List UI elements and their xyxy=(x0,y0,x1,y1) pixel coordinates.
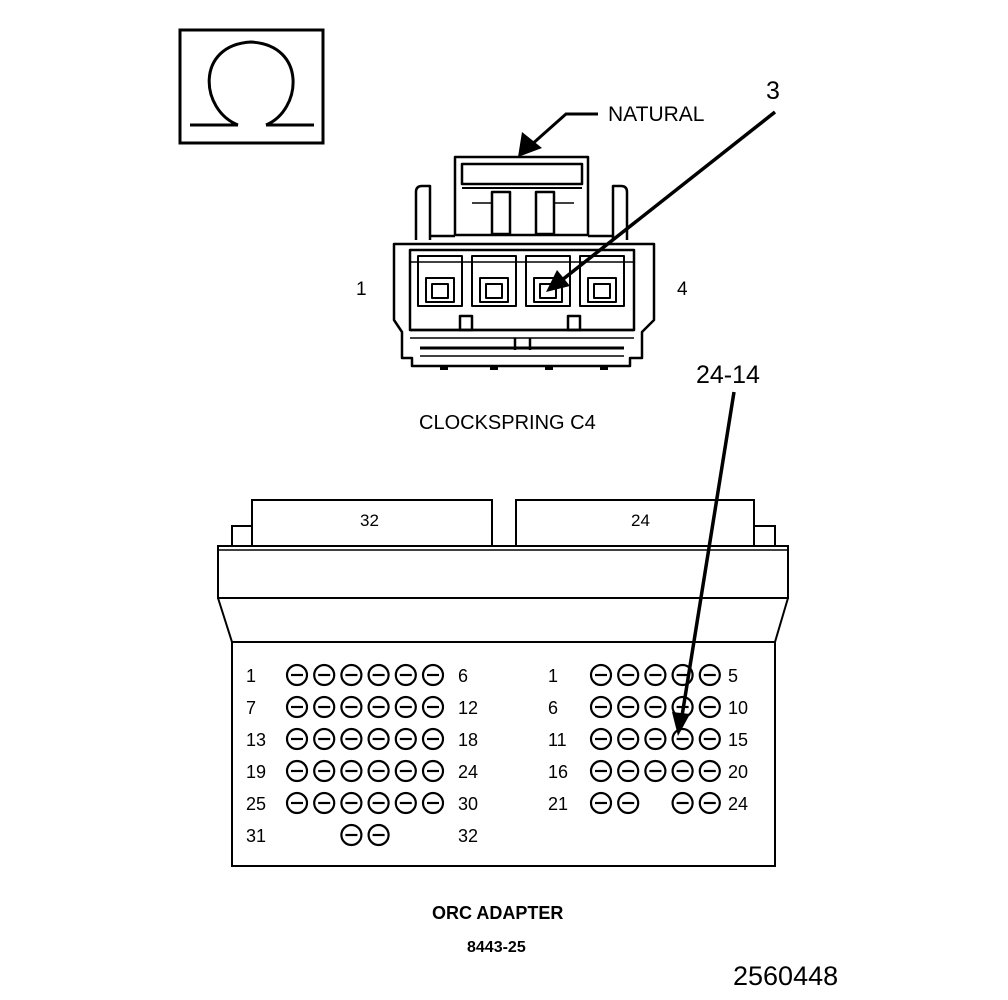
left-cavity xyxy=(421,727,445,751)
left-row-end-label: 30 xyxy=(458,794,478,814)
left-cavity xyxy=(340,823,363,847)
right-cavity xyxy=(589,663,613,687)
left-cavity xyxy=(340,759,363,783)
right-cavity xyxy=(617,663,640,687)
right-cavity xyxy=(698,695,721,719)
left-cavity xyxy=(313,695,336,719)
omega-symbol-icon xyxy=(178,28,325,145)
left-cavity xyxy=(394,759,417,783)
right-cavity xyxy=(617,791,640,815)
left-cavity xyxy=(313,663,336,687)
left-cavity xyxy=(421,663,445,687)
callout-3-label: 3 xyxy=(766,77,780,105)
right-cavity xyxy=(671,791,694,815)
right-cavity xyxy=(698,759,721,783)
left-row-end-label: 6 xyxy=(458,666,468,686)
left-cavity xyxy=(394,727,417,751)
right-row-end-label: 24 xyxy=(728,794,748,814)
right-cavity xyxy=(617,727,640,751)
adapter-part-number: 8443-25 xyxy=(467,939,526,956)
right-row-start-label: 21 xyxy=(548,794,568,814)
clockspring-connector-drawing xyxy=(392,155,656,370)
figure-number: 2560448 xyxy=(733,961,838,991)
right-cavity xyxy=(644,759,667,783)
natural-leader-arrow xyxy=(518,112,598,157)
left-row-start-label: 19 xyxy=(246,762,266,782)
left-row-start-label: 7 xyxy=(246,698,256,718)
left-header-label: 32 xyxy=(360,511,379,530)
left-cavity xyxy=(367,695,390,719)
left-cavity xyxy=(367,759,390,783)
right-cavity xyxy=(698,727,721,751)
right-cavity xyxy=(617,759,640,783)
left-row-end-label: 18 xyxy=(458,730,478,750)
left-row-end-label: 24 xyxy=(458,762,478,782)
left-cavity xyxy=(394,791,417,815)
left-cavity xyxy=(367,727,390,751)
left-row-start-label: 25 xyxy=(246,794,266,814)
left-row-start-label: 31 xyxy=(246,826,266,846)
right-cavity xyxy=(671,727,694,751)
right-row-start-label: 16 xyxy=(548,762,568,782)
left-cavity xyxy=(367,823,390,847)
left-row-start-label: 13 xyxy=(246,730,266,750)
right-cavity xyxy=(589,791,613,815)
right-cavity xyxy=(644,727,667,751)
left-cavity xyxy=(367,791,390,815)
right-row-start-label: 11 xyxy=(548,730,567,750)
right-cavity xyxy=(698,663,721,687)
left-cavity xyxy=(394,663,417,687)
right-cavity xyxy=(589,759,613,783)
right-cavity xyxy=(698,791,721,815)
right-row-end-label: 20 xyxy=(728,762,748,782)
left-cavity xyxy=(313,759,336,783)
left-row-start-label: 1 xyxy=(246,666,256,686)
left-row-end-label: 32 xyxy=(458,826,478,846)
right-row-end-label: 10 xyxy=(728,698,748,718)
adapter-title: ORC ADAPTER xyxy=(432,903,563,923)
natural-label: NATURAL xyxy=(608,103,704,126)
left-cavity xyxy=(340,663,363,687)
left-cavity xyxy=(285,791,309,815)
right-row-start-label: 1 xyxy=(548,666,558,686)
clockspring-caption: CLOCKSPRING C4 xyxy=(419,412,596,434)
left-cavity xyxy=(340,791,363,815)
left-cavity xyxy=(285,759,309,783)
pin-4-label: 4 xyxy=(677,279,688,300)
right-cavity xyxy=(589,695,613,719)
pin-1-label: 1 xyxy=(356,279,367,300)
left-cavity xyxy=(421,695,445,719)
callout-3-arrow xyxy=(546,110,777,292)
left-cavity xyxy=(421,759,445,783)
left-cavity xyxy=(340,695,363,719)
left-row-end-label: 12 xyxy=(458,698,478,718)
left-cavity xyxy=(285,663,309,687)
left-cavity xyxy=(340,727,363,751)
right-cavity xyxy=(671,759,694,783)
right-row-end-label: 5 xyxy=(728,666,738,686)
callout-24-14-label: 24-14 xyxy=(696,361,760,389)
left-cavity xyxy=(367,663,390,687)
right-cavity xyxy=(589,727,613,751)
left-cavity xyxy=(285,695,309,719)
right-row-start-label: 6 xyxy=(548,698,558,718)
left-cavity xyxy=(394,695,417,719)
left-cavity xyxy=(421,791,445,815)
left-cavity xyxy=(285,727,309,751)
right-header-label: 24 xyxy=(631,511,650,530)
callout-24-14-arrow xyxy=(672,391,736,736)
left-cavity xyxy=(313,727,336,751)
right-cavity xyxy=(644,663,667,687)
right-cavity xyxy=(644,695,667,719)
left-cavity xyxy=(313,791,336,815)
right-row-end-label: 15 xyxy=(728,730,748,750)
right-cavity xyxy=(617,695,640,719)
